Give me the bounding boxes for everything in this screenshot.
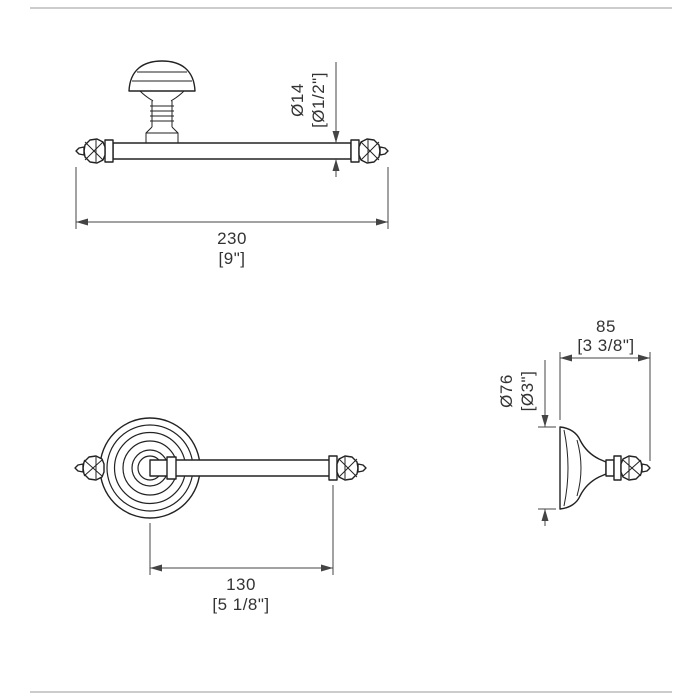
dim-overall-length: 230 [9"] <box>75 167 389 268</box>
dim-flange-diameter-metric: Ø76 <box>497 374 516 408</box>
dim-flange-diameter-imperial: [Ø3"] <box>518 371 537 412</box>
left-finial <box>75 138 114 164</box>
dim-bar-diameter-metric: Ø14 <box>288 83 307 117</box>
dim-arm-length-imperial: [5 1/8"] <box>212 595 269 614</box>
dim-bar-diameter: Ø14 [Ø1/2"] <box>288 62 340 177</box>
dim-arm-length: 130 [5 1/8"] <box>149 485 334 614</box>
dim-depth: 85 [3 3/8"] <box>559 317 651 461</box>
side-view <box>559 426 651 510</box>
dim-overall-length-imperial: [9"] <box>219 249 246 268</box>
dim-depth-metric: 85 <box>596 317 616 336</box>
right-finial <box>350 138 389 164</box>
dim-bar-diameter-imperial: [Ø1/2"] <box>309 72 328 128</box>
dim-flange-diameter: Ø76 [Ø3"] <box>497 360 556 526</box>
mount-post <box>128 60 196 143</box>
flange-profile <box>559 426 607 510</box>
arm <box>149 456 331 480</box>
dim-overall-length-metric: 230 <box>217 229 247 248</box>
dim-depth-imperial: [3 3/8"] <box>577 336 634 355</box>
top-view <box>75 60 389 164</box>
arm-finial <box>328 455 367 481</box>
front-view <box>74 417 367 519</box>
rear-finial-tip <box>74 455 105 481</box>
dim-arm-length-metric: 130 <box>226 575 256 594</box>
side-finial <box>605 455 651 481</box>
bar <box>112 142 352 160</box>
